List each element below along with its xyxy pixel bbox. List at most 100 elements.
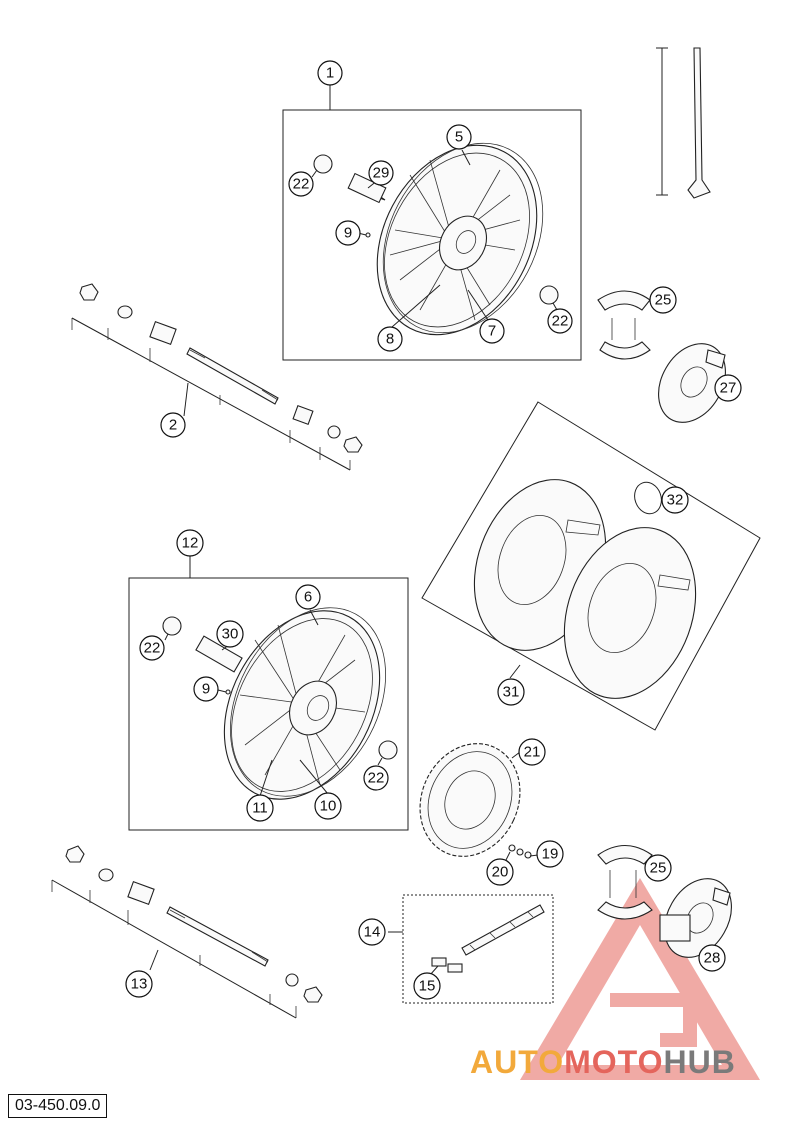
svg-text:19: 19 [542,846,559,863]
callout-22-front-right: 22 [547,308,573,334]
rear-axle-shaft[interactable] [166,906,269,967]
rear-sprocket[interactable] [402,727,538,873]
callout-19: 19 [536,840,564,868]
brake-disc-right[interactable] [542,509,719,717]
rear-brake-plate[interactable] [651,867,745,970]
svg-text:22: 22 [144,640,161,657]
watermark-logo: AUTOMOTOHUB [470,1044,736,1081]
svg-text:31: 31 [503,684,520,701]
rear-brake-shoes[interactable] [597,844,653,920]
svg-text:22: 22 [293,176,310,193]
rear-wheel-hub[interactable] [280,673,345,743]
callout-22-rear-left: 22 [139,635,165,661]
rear-bearing-right[interactable] [378,740,398,760]
rear-axle-nut-right[interactable] [303,986,323,1003]
svg-text:13: 13 [131,976,148,993]
callout-9-rear: 9 [193,676,219,702]
svg-text:10: 10 [320,798,337,815]
rear-bearing-left[interactable] [162,616,182,636]
svg-text:8: 8 [386,331,394,348]
rear-axle-washer-right[interactable] [285,973,299,987]
svg-text:2: 2 [169,417,177,434]
svg-text:25: 25 [655,292,672,309]
svg-text:20: 20 [492,864,509,881]
callout-14: 14 [358,918,386,946]
callout-22-rear-right: 22 [363,765,389,791]
rear-axle-assembly [51,845,323,1019]
watermark-hub: HUB [663,1044,736,1080]
callout-29: 29 [368,160,394,186]
svg-text:6: 6 [304,589,312,606]
watermark-triangle [520,878,760,1080]
svg-text:1: 1 [326,65,334,82]
callout-25-front: 25 [649,286,677,314]
drawing-code: 03-450.09.0 [8,1094,108,1118]
svg-text:32: 32 [667,492,684,509]
front-axle-washer-left[interactable] [117,305,133,319]
svg-text:28: 28 [704,950,721,967]
chain-group [388,894,554,1004]
callout-5: 5 [446,124,472,150]
rear-nipple[interactable] [225,689,231,695]
front-nipple[interactable] [365,232,371,238]
watermark-moto: MOTO [564,1044,664,1080]
svg-text:29: 29 [373,165,390,182]
snap-ring[interactable] [630,479,665,518]
brake-disc-group [421,401,761,731]
svg-text:22: 22 [552,313,569,330]
front-bearing-right[interactable] [539,285,559,305]
callout-11: 11 [246,794,274,822]
front-axle-nut-right[interactable] [343,436,363,453]
callout-28: 28 [698,944,726,972]
svg-text:15: 15 [419,978,436,995]
drive-chain[interactable] [461,904,545,956]
callout-20: 20 [486,858,514,886]
front-axle-shaft[interactable] [186,347,279,405]
callout-27: 27 [714,374,742,402]
svg-text:9: 9 [202,681,210,698]
front-axle-washer-right[interactable] [327,425,341,439]
rear-wheel-group [128,555,409,831]
svg-text:12: 12 [182,535,199,552]
svg-text:21: 21 [524,744,541,761]
rear-axle-nut-left[interactable] [65,845,85,863]
front-axle-nut-left[interactable] [79,283,99,301]
rear-axle-spacer-left[interactable] [127,881,155,905]
callout-31: 31 [497,678,525,706]
callout-1: 1 [317,60,343,86]
callout-25-rear: 25 [644,854,672,882]
rear-spacer[interactable] [195,635,243,673]
front-brake-plate[interactable] [645,332,739,435]
svg-text:11: 11 [252,800,268,817]
front-spacer[interactable] [347,172,387,204]
chain-master-link[interactable] [431,957,463,973]
callout-13: 13 [125,970,153,998]
callout-22-front-left: 22 [288,171,314,197]
callout-10: 10 [314,792,342,820]
callout-7: 7 [479,318,505,344]
rear-axle-washer-left[interactable] [98,868,114,882]
front-bearing-left[interactable] [313,154,333,174]
callout-15: 15 [413,972,441,1000]
sprocket-bolts[interactable] [504,844,539,863]
front-axle-spacer-left[interactable] [149,321,177,345]
svg-text:7: 7 [488,323,496,340]
svg-text:14: 14 [364,924,381,941]
svg-text:25: 25 [650,860,667,877]
front-axle-assembly [71,283,363,471]
svg-text:9: 9 [344,225,352,242]
callout-21: 21 [518,738,546,766]
watermark-auto: AUTO [470,1044,565,1080]
front-axle-spacer-right[interactable] [292,404,314,426]
svg-text:22: 22 [368,770,385,787]
front-brake-shoes[interactable] [597,290,651,360]
svg-text:5: 5 [455,129,463,146]
callout-32: 32 [661,486,689,514]
callout-2: 2 [160,412,186,438]
front-wheel-hub[interactable] [430,208,495,278]
spoke-wrench-tool[interactable] [656,47,711,199]
svg-text:30: 30 [222,626,239,643]
callout-9-front: 9 [335,220,361,246]
svg-text:27: 27 [720,380,737,397]
